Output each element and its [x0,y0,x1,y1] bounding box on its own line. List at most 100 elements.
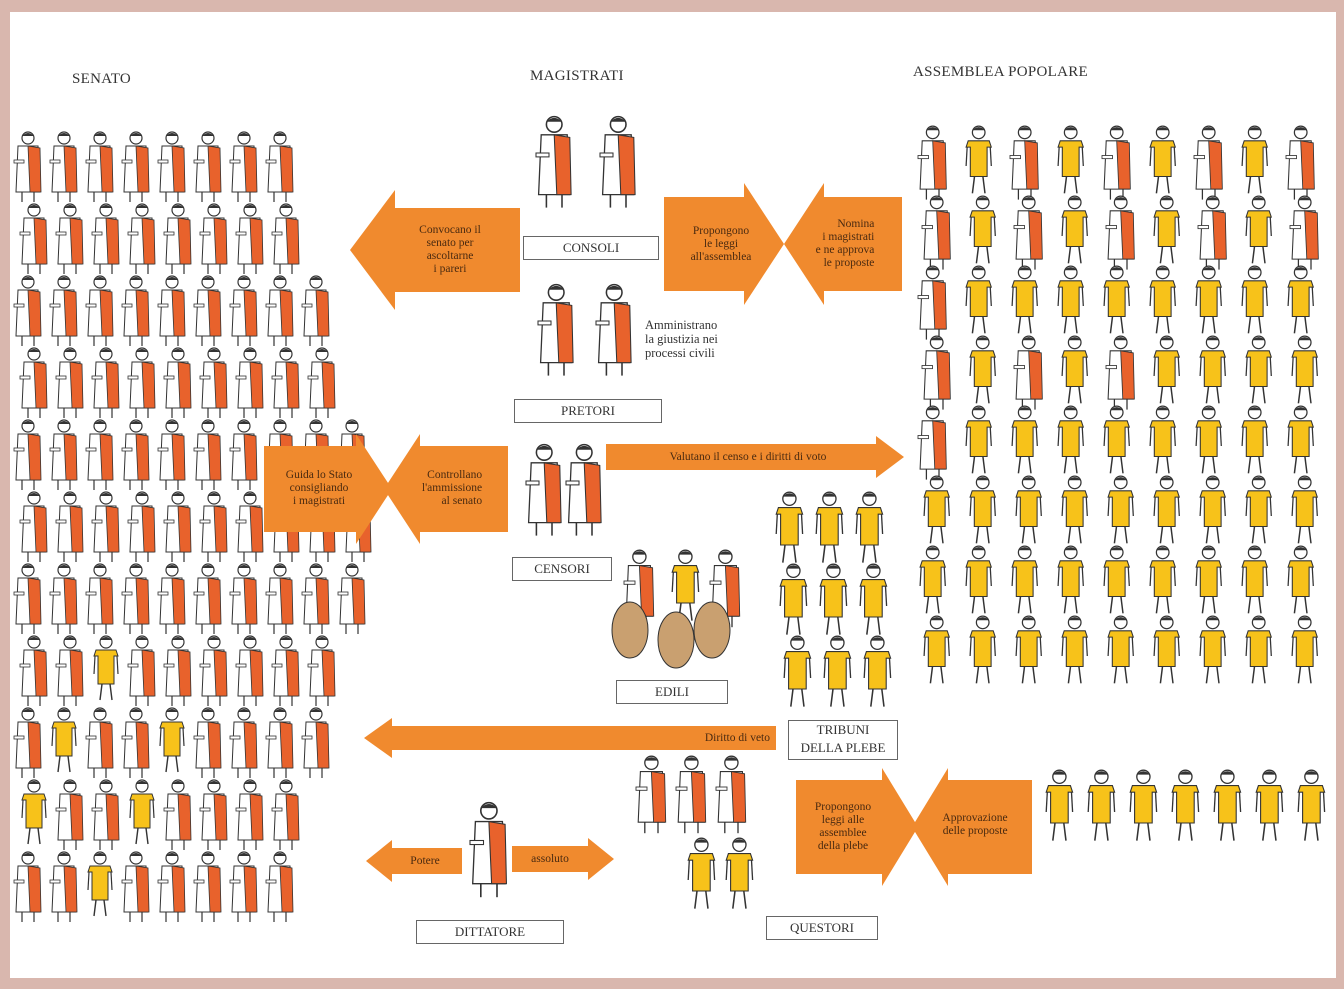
senator-figure [193,275,222,346]
senator-figure [163,203,192,274]
arrow-guida [264,434,392,544]
senator-figure [199,203,228,274]
citizen-figure [1011,545,1039,614]
citizen-figure [1103,545,1131,614]
senator-figure [19,347,48,418]
citizen-figure [1153,615,1181,684]
citizen-figure [1245,335,1273,404]
quaestor-figure [715,755,747,834]
citizen-figure [1291,615,1319,684]
citizen-figure [1241,405,1269,474]
citizen-figure [1101,125,1131,200]
senator-figure [55,491,84,562]
senator-figure [121,563,150,634]
citizen-figure [1287,265,1315,334]
senator-figure [271,779,300,850]
section-title-senato: SENATO [72,71,132,87]
label-pretori: PRETORI [514,399,662,423]
tribune-figure [863,635,892,707]
citizen-figure [917,405,947,480]
tribune-figure [815,491,844,563]
senator-figure [85,131,114,202]
senator-figure [271,203,300,274]
senator-figure [127,347,156,418]
senator-figure [129,779,155,845]
arrow-text-potere: Potere [410,854,440,867]
citizen-figure [965,125,993,194]
citizen-figure [969,475,997,544]
senator-figure [19,491,48,562]
citizen-figure [1287,405,1315,474]
senator-figure [121,275,150,346]
amphora-icon [693,601,731,659]
tribune-figure [823,635,852,707]
citizen-figure [969,615,997,684]
citizen-figure [1199,615,1227,684]
arrow-text-approvazione: Approvazione delle proposte [942,812,1008,837]
senator-figure [337,563,366,634]
citizen-figure [1245,475,1273,544]
arrow-valutano [606,436,904,478]
tribune-figure [775,491,804,563]
senator-figure [301,563,330,634]
senator-figure [271,347,300,418]
senator-figure [307,635,336,706]
arrow-text-assoluto: assoluto [531,852,569,865]
plebeian-figure [1255,769,1284,841]
arrow-potere [366,840,462,882]
arrow-assoluto [512,838,614,880]
citizen-figure [1057,125,1085,194]
arrow-text-diritto: Diritto di veto [704,731,770,744]
citizen-figure [917,125,947,200]
citizen-figure [1195,265,1223,334]
plebeian-figure [1297,769,1326,841]
senator-figure [193,851,222,922]
arrow-text-valutano: Valutano il censo e i diritti di voto [669,450,827,463]
senator-figure [121,419,150,490]
senator-figure [265,563,294,634]
citizen-figure [1285,125,1315,200]
amphora-icon [657,611,695,669]
citizen-figure [1245,195,1273,264]
citizen-figure [1291,475,1319,544]
senator-figure [229,419,258,490]
senator-figure [157,131,186,202]
citizen-figure [1149,125,1177,194]
citizen-figure [1291,335,1319,404]
label-edili: EDILI [616,680,728,704]
senator-figure [229,563,258,634]
senator-figure [55,203,84,274]
arrow-propongono-plebe [796,768,918,886]
senator-figure [55,635,84,706]
section-title-assemblea: ASSEMBLEA POPOLARE [913,64,1089,80]
citizen-figure [919,545,947,614]
senator-figure [199,635,228,706]
senator-figure [235,347,264,418]
citizen-figure [923,615,951,684]
citizen-figure [1107,615,1135,684]
citizen-figure [1015,615,1043,684]
censor-figure [565,443,602,536]
senator-figure [199,779,228,850]
aedile-figure [671,549,700,621]
senator-figure [199,491,228,562]
plebeian-figure [1171,769,1200,841]
amphora-icon [611,601,649,659]
senator-figure [91,203,120,274]
section-title-magistrati: MAGISTRATI [530,68,624,84]
senator-figure [127,491,156,562]
senator-figure [193,563,222,634]
senator-figure [157,851,186,922]
senator-figure [163,779,192,850]
note-pretori: Amministrano la giustizia nei processi c… [645,318,718,360]
citizen-figure [969,335,997,404]
quaestor-figure [687,837,716,909]
arrow-text-controllano: Controllano l'ammissione al senato [421,468,483,507]
citizen-figure [1061,475,1089,544]
citizen-figure [923,475,951,544]
dictator-figure [469,801,508,898]
plebeian-figure [1045,769,1074,841]
senator-figure [229,131,258,202]
senator-figure [193,131,222,202]
